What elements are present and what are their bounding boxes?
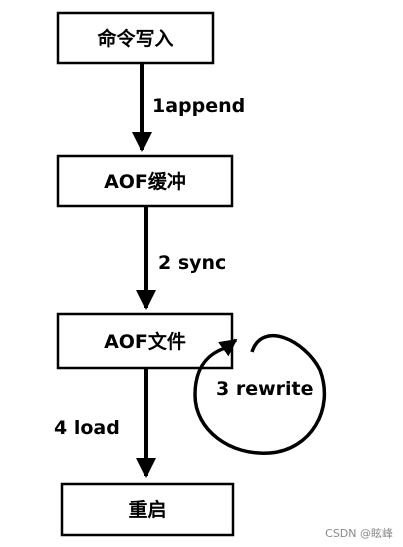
node-command-write-box: [56, 11, 215, 65]
edge-rewrite-label: 3 rewrite: [216, 378, 314, 400]
edge-rewrite-arrow: [193, 333, 327, 455]
edge-load-label: 4 load: [54, 417, 120, 439]
edge-rewrite: 3 rewrite: [193, 333, 327, 455]
edge-sync-label: 2 sync: [158, 252, 226, 274]
node-command-write-label: 命令写入: [97, 27, 173, 50]
edge-append: 1append: [132, 63, 245, 152]
edge-append-label: 1append: [152, 95, 245, 117]
node-aof-buffer-box: [56, 154, 234, 208]
node-aof-file: AOF文件: [56, 312, 234, 370]
node-restart-box: [60, 482, 235, 537]
node-aof-file-label: AOF文件: [104, 330, 186, 353]
node-aof-buffer: AOF缓冲: [56, 154, 234, 208]
edge-load: 4 load: [54, 368, 156, 478]
node-command-write: 命令写入: [56, 11, 215, 65]
node-aof-file-box: [56, 312, 234, 370]
edge-sync: 2 sync: [136, 206, 226, 310]
node-restart: 重启: [60, 482, 235, 537]
watermark-text: CSDN @眩峰: [325, 526, 393, 540]
node-restart-label: 重启: [128, 498, 166, 521]
node-aof-buffer-label: AOF缓冲: [104, 170, 186, 193]
